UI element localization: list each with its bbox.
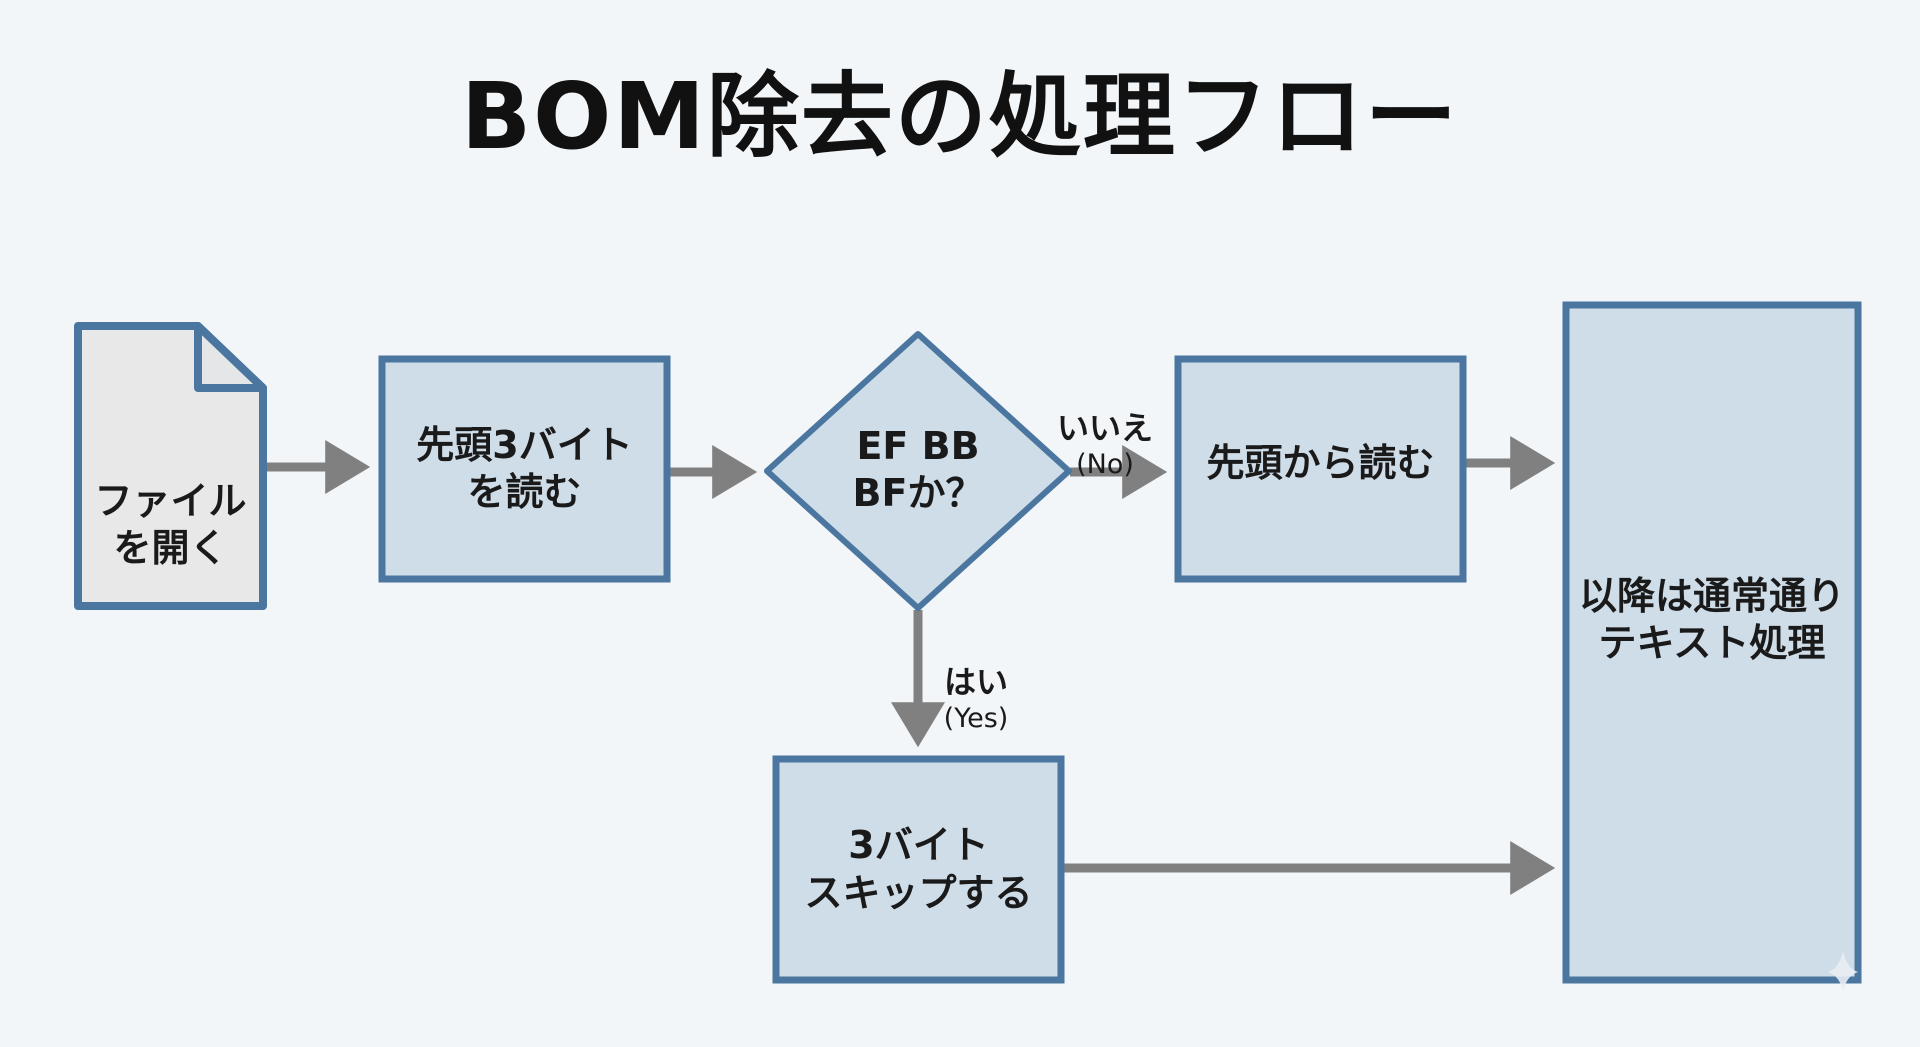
edge-no-label: いいえ (No) <box>1040 368 1170 522</box>
edge-yes-label: はい (Yes) <box>926 622 1026 776</box>
node-open-file <box>74 322 267 610</box>
edge-yes-text: はい <box>943 663 1008 701</box>
node-read-from-start-shape <box>1174 355 1467 583</box>
node-open-file-label: ファイル を開く <box>94 478 247 571</box>
diagram-title: BOM除去の処理フロー <box>461 63 1459 170</box>
edge-yes-subtext: (Yes) <box>943 703 1009 734</box>
node-normal-processing-label: 以降は通常通り テキスト処理 <box>1578 573 1845 666</box>
node-skip-bytes-label: 3バイト スキップする <box>804 823 1033 915</box>
edge-no-text: いいえ <box>1056 409 1153 447</box>
document-fold-icon <box>194 322 267 392</box>
node-read-head-label: 先頭3バイト を読む <box>416 422 633 515</box>
document-icon <box>74 322 267 610</box>
sparkle-icon <box>1828 950 1858 992</box>
node-normal-processing-shape <box>1562 301 1862 984</box>
node-read-head-shape <box>378 355 671 583</box>
edge-no-subtext: (No) <box>1076 449 1134 480</box>
node-skip-bytes-shape <box>772 755 1065 984</box>
node-check-bom-label: EF BB BFか？ <box>852 423 984 516</box>
node-check-bom-shape <box>764 331 1072 611</box>
node-read-from-start-label: 先頭から読む <box>1206 441 1435 486</box>
